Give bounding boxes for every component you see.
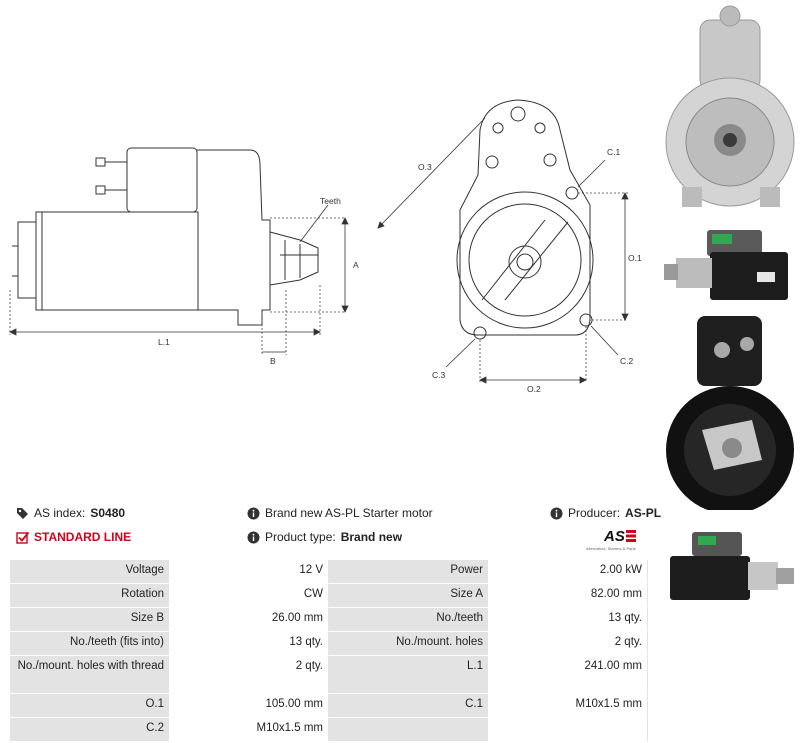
info-icon: [550, 507, 563, 519]
table-row: Voltage 12 V Power 2.00 kW: [10, 560, 648, 584]
mount-hole-c3: [473, 326, 487, 340]
product-photo-angle[interactable]: [662, 522, 798, 614]
spec-label: O.1: [10, 694, 169, 718]
table-row: C.2 M10x1.5 mm: [10, 718, 648, 742]
product-type-label: Product type:: [265, 530, 336, 544]
product-photo-front[interactable]: [662, 2, 798, 222]
technical-drawing: Teeth A B L.1 O.1 O.2 O.3 C.1 C.2 C.3: [9, 99, 642, 394]
standard-line-label: STANDARD LINE: [34, 530, 132, 544]
label-c2: C.2: [620, 356, 634, 366]
table-row: Size B 26.00 mm No./teeth 13 qty.: [10, 608, 648, 632]
standard-line-row: STANDARD LINE: [16, 530, 131, 544]
product-type-value: Brand new: [340, 530, 403, 544]
producer-value: AS-PL: [625, 506, 662, 520]
label-b: B: [270, 356, 276, 366]
label-a: A: [353, 260, 359, 270]
label-c3: C.3: [432, 370, 446, 380]
table-row: O.1 105.00 mm C.1 M10x1.5 mm: [10, 694, 648, 718]
checkbox-icon: [16, 531, 29, 544]
table-row: No./teeth (fits into) 13 qty. No./mount.…: [10, 632, 648, 656]
spec-label: C.1: [329, 694, 488, 718]
as-index-label: AS index:: [34, 506, 86, 520]
spec-value: 2.00 kW: [488, 560, 648, 584]
spec-label: No./mount. holes: [329, 632, 488, 656]
table-row: No./mount. holes with thread 2 qty. L.1 …: [10, 656, 648, 694]
label-o2: O.2: [527, 384, 541, 394]
motor-body-outline: [35, 211, 199, 311]
info-icon: [247, 531, 260, 543]
product-photo-side[interactable]: [662, 222, 798, 308]
label-o3: O.3: [418, 162, 432, 172]
spec-label: L.1: [329, 656, 488, 694]
table-row: Rotation CW Size A 82.00 mm: [10, 584, 648, 608]
tag-icon: [17, 507, 28, 519]
product-photo-rear[interactable]: [662, 310, 798, 510]
spec-label: No./mount. holes with thread: [10, 656, 169, 694]
spec-value: 2 qty.: [169, 656, 329, 694]
spec-value: 12 V: [169, 560, 329, 584]
description-row: Brand new AS-PL Starter motor: [247, 506, 433, 520]
logo-subtitle: Alternators, Starters & Parts: [586, 546, 636, 551]
logo-main: AS: [604, 528, 625, 545]
label-o1: O.1: [628, 253, 642, 263]
spec-value: 26.00 mm: [169, 608, 329, 632]
spec-value: CW: [169, 584, 329, 608]
as-index-value: S0480: [90, 506, 126, 520]
mount-hole-c1: [565, 186, 579, 200]
spec-label: Power: [329, 560, 488, 584]
as-logo: AS Alternators, Starters & Parts: [586, 528, 650, 552]
spec-label: No./teeth: [329, 608, 488, 632]
spec-value: M10x1.5 mm: [169, 718, 329, 742]
product-type-row: Product type: Brand new: [247, 530, 402, 544]
spec-value: 2 qty.: [488, 632, 648, 656]
spec-value: 13 qty.: [169, 632, 329, 656]
label-c1: C.1: [607, 147, 621, 157]
label-l1: L.1: [158, 337, 170, 347]
spec-label: Size B: [10, 608, 169, 632]
spec-label: Size A: [329, 584, 488, 608]
end-view-outline: [456, 99, 594, 340]
spec-label: [329, 718, 488, 742]
spec-value: M10x1.5 mm: [488, 694, 648, 718]
spec-value: 82.00 mm: [488, 584, 648, 608]
spec-table: Voltage 12 V Power 2.00 kW Rotation CW S…: [10, 560, 648, 742]
description-text: Brand new AS-PL Starter motor: [265, 506, 433, 520]
spec-value: 241.00 mm: [488, 656, 648, 694]
spec-label: C.2: [10, 718, 169, 742]
spec-value: 13 qty.: [488, 608, 648, 632]
spec-label: Voltage: [10, 560, 169, 584]
logo-mark: [626, 530, 636, 542]
as-index: AS index: S0480: [16, 506, 125, 520]
producer-label: Producer:: [568, 506, 621, 520]
spec-label: No./teeth (fits into): [10, 632, 169, 656]
info-icon: [247, 507, 260, 519]
solenoid-outline: [126, 147, 198, 213]
label-teeth: Teeth: [320, 196, 341, 206]
spec-label: Rotation: [10, 584, 169, 608]
spec-value: [488, 718, 648, 742]
producer-row: Producer: AS-PL: [550, 506, 661, 520]
spec-value: 105.00 mm: [169, 694, 329, 718]
